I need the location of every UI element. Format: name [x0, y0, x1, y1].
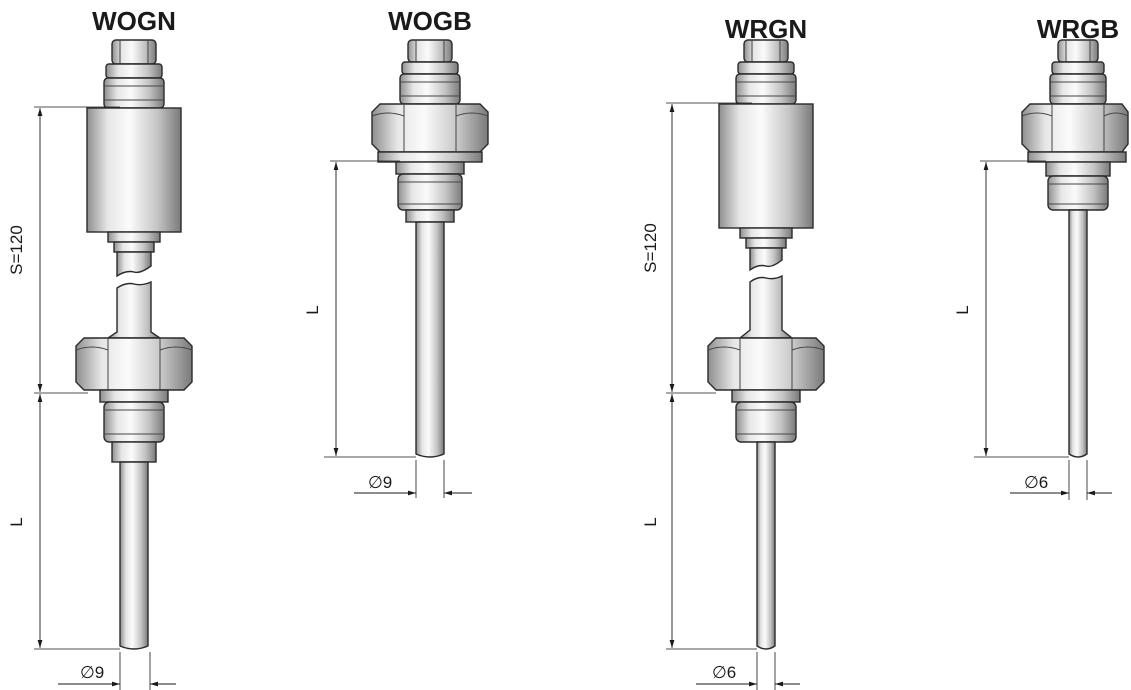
dimension-s-label: S=120	[641, 223, 660, 273]
dimension-l-label: L	[303, 305, 322, 314]
probe	[415, 221, 445, 458]
neck	[107, 231, 161, 243]
dimension-diameter-label: ∅9	[80, 663, 104, 682]
dimension-s-label: S=120	[7, 225, 26, 275]
shaft-break-lower	[105, 280, 163, 339]
dimension-l-label: L	[953, 305, 972, 314]
sensor-title: WOGN	[92, 6, 176, 36]
probe	[756, 441, 776, 650]
dimension-l-label: L	[641, 517, 660, 526]
dimension-diameter-label: ∅6	[712, 663, 736, 682]
top-nut	[743, 39, 789, 63]
sensor-wrgb: WRGB L ∅6	[953, 14, 1129, 500]
coupling	[735, 73, 797, 105]
cylinder-body	[86, 107, 182, 233]
thread	[103, 401, 165, 443]
shaft-break-lower	[738, 274, 794, 339]
hex-nut	[75, 337, 193, 391]
hex-nut	[707, 337, 825, 391]
hex-nut	[371, 103, 489, 153]
top-nut	[1057, 39, 1099, 63]
top-nut	[407, 39, 453, 63]
thread	[1047, 175, 1109, 211]
hex-nut	[1021, 103, 1129, 153]
sensor-title: WOGB	[388, 6, 472, 36]
thread	[397, 173, 463, 211]
sensor-title: WRGB	[1037, 14, 1119, 44]
probe	[1068, 209, 1088, 458]
top-nut	[111, 39, 157, 65]
sensor-wrgn: WRGN S=120 L ∅6	[641, 14, 825, 690]
dimension-diameter-label: ∅9	[368, 473, 392, 492]
coupling	[1049, 73, 1107, 105]
dimension-diameter-label: ∅6	[1024, 473, 1048, 492]
coupling	[399, 73, 461, 105]
coupling	[103, 77, 165, 109]
neck	[739, 227, 793, 239]
shaft-break-upper	[116, 251, 152, 278]
sensor-wogb: WOGB L ∅9	[303, 6, 489, 498]
sensor-wogn: WOGN S=120 L	[7, 6, 193, 690]
dimension-l-label: L	[7, 517, 26, 526]
shaft-break-upper	[749, 247, 783, 272]
thread	[735, 401, 797, 443]
collar	[105, 63, 163, 79]
probe	[119, 461, 149, 650]
cylinder-body	[718, 103, 814, 229]
sensor-title: WRGN	[725, 14, 807, 44]
